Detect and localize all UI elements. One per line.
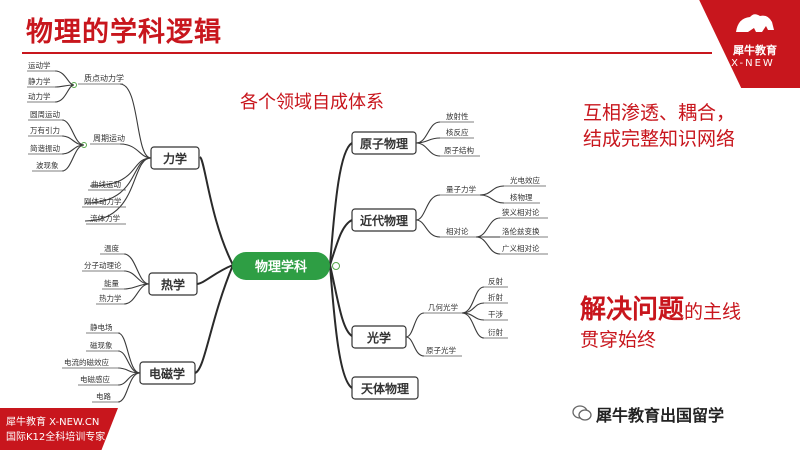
branch-line-modern xyxy=(329,219,353,266)
title-underline xyxy=(22,52,712,54)
thermal-leaf-thermodynamics: 热力学 xyxy=(99,293,122,303)
note-main-thread: 解决问题的主线 贯穿始终 xyxy=(580,296,741,354)
mech-leaf-dynamics: 动力学 xyxy=(28,91,51,101)
mech-leaf-statics: 静力学 xyxy=(28,76,51,86)
center-node-label: 物理学科 xyxy=(255,259,307,275)
branch-line-optics xyxy=(329,264,353,337)
footer-brand-line1: 犀牛教育 X-NEW.CN xyxy=(6,417,100,428)
node-thermal-label: 热学 xyxy=(161,277,185,292)
node-atomic-label: 原子物理 xyxy=(360,136,408,151)
optics-leaf-reflection: 反射 xyxy=(488,276,503,286)
thermal-leaf-kinetic-theory: 分子动理论 xyxy=(84,260,122,270)
note-main-thread-line2: 贯穿始终 xyxy=(580,329,657,351)
optics-geometric: 几何光学 xyxy=(428,302,458,312)
mech-leaf-kinematics: 运动学 xyxy=(28,60,51,70)
branch-line-em xyxy=(194,264,234,374)
mech-point-mass: 质点动力学 xyxy=(84,73,124,83)
em-leaf-current-magnetic: 电流的磁效应 xyxy=(64,357,109,367)
modern-relativity: 相对论 xyxy=(446,226,469,236)
node-em-label: 电磁学 xyxy=(149,366,185,381)
footer-brand-line2: 国际K12全科培训专家 xyxy=(6,432,106,443)
node-modern-label: 近代物理 xyxy=(360,213,408,228)
branch-line-mechanics xyxy=(199,156,234,266)
em-leaf-circuits: 电路 xyxy=(96,391,111,401)
optics-leaf-interference: 干涉 xyxy=(488,309,503,319)
note-main-thread-small: 的主线 xyxy=(684,301,742,323)
note-main-thread-big: 解决问题 xyxy=(580,295,685,325)
thermal-leaf-temperature: 温度 xyxy=(104,243,119,253)
branch-line-thermal xyxy=(196,264,234,285)
rhino-logo-icon xyxy=(736,14,774,33)
modern-leaf-lorentz: 洛伦兹变换 xyxy=(502,226,540,236)
brand-sub: X-NEW xyxy=(731,58,775,69)
branch-line-atomic xyxy=(329,142,353,266)
branch-line-celestial xyxy=(329,264,353,389)
section-heading: 各个领域自成体系 xyxy=(240,92,384,113)
optics-atomic-optics: 原子光学 xyxy=(426,345,456,355)
center-node xyxy=(232,252,330,280)
modern-leaf-general: 广义相对论 xyxy=(502,243,540,253)
note-network-line2: 结成完整知识网络 xyxy=(583,128,736,150)
footer-brand-strip xyxy=(0,408,118,450)
center-expand-knob xyxy=(332,262,340,270)
atomic-leaf-structure: 原子结构 xyxy=(444,145,474,155)
node-celestial-label: 天体物理 xyxy=(361,381,409,396)
modern-leaf-special: 狭义相对论 xyxy=(502,207,540,217)
node-mechanics-label: 力学 xyxy=(163,151,187,166)
em-leaf-induction: 电磁感应 xyxy=(80,374,110,384)
mech-leaf-waves: 波现象 xyxy=(36,160,59,170)
brand-name: 犀牛教育 xyxy=(733,44,777,57)
mech-periodic: 周期运动 xyxy=(93,133,125,143)
optics-leaf-diffraction: 衍射 xyxy=(488,327,503,337)
mech-leaf-circular: 圆周运动 xyxy=(30,109,60,119)
mech-curvilinear: 曲线运动 xyxy=(91,179,121,189)
modern-leaf-photoelectric: 光电效应 xyxy=(510,175,540,185)
mech-rigid-body: 刚体动力学 xyxy=(84,196,122,206)
em-leaf-magnetism: 磁现象 xyxy=(90,340,113,350)
optics-leaf-refraction: 折射 xyxy=(488,292,503,302)
note-network: 互相渗透、耦合， 结成完整知识网络 xyxy=(583,100,735,152)
atomic-leaf-nuclear-reaction: 核反应 xyxy=(446,127,469,137)
wechat-account-name: 犀牛教育出国留学 xyxy=(596,406,725,425)
atomic-leaf-radioactivity: 放射性 xyxy=(446,111,469,121)
node-celestial xyxy=(351,376,419,400)
mech-leaf-gravitation: 万有引力 xyxy=(30,125,60,135)
thermal-leaf-energy: 能量 xyxy=(104,278,119,288)
mech-leaf-shm: 简谐振动 xyxy=(30,143,60,153)
modern-quantum: 量子力学 xyxy=(446,184,476,194)
modern-leaf-nuclear: 核物理 xyxy=(510,192,533,202)
mech-fluid: 流体力学 xyxy=(90,213,120,223)
node-optics-label: 光学 xyxy=(366,330,391,345)
em-leaf-electrostatics: 静电场 xyxy=(90,322,113,332)
wechat-icon xyxy=(572,405,592,421)
note-network-line1: 互相渗透、耦合， xyxy=(583,102,736,124)
page-title: 物理的学科逻辑 xyxy=(26,17,222,48)
